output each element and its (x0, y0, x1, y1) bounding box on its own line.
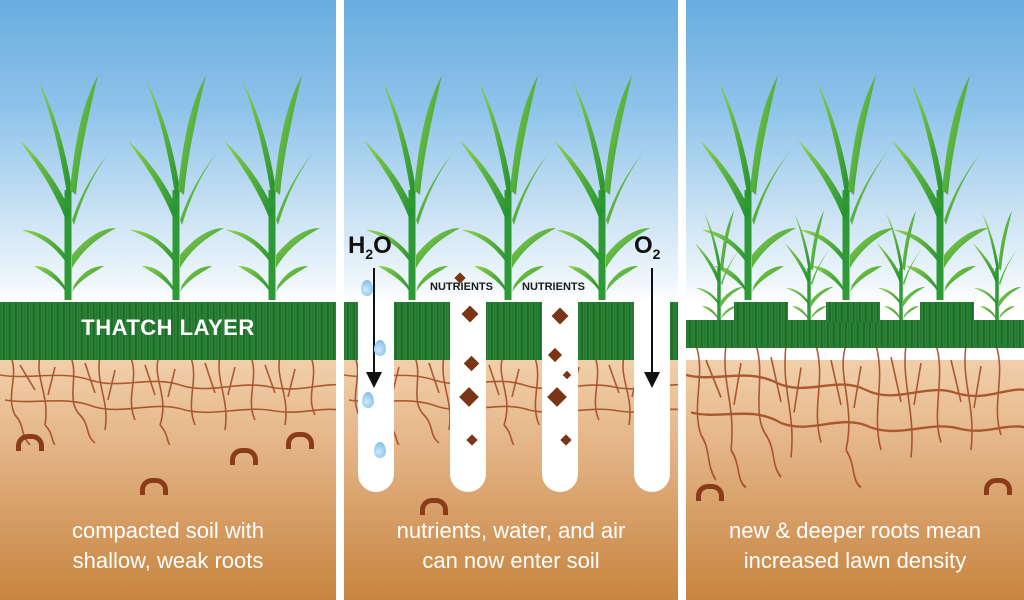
caption-line: compacted soil with (72, 518, 264, 543)
grass-plant-icon (364, 70, 464, 310)
soil-pebble-icon (16, 434, 44, 451)
down-arrow-icon (644, 372, 660, 388)
thatch-tab (920, 302, 974, 322)
grass-plant-icon (128, 70, 228, 310)
roots-illustration (344, 355, 678, 445)
soil (344, 360, 678, 600)
nutrients-label-left: NUTRIENTS (430, 281, 493, 293)
thatch-tab (826, 302, 880, 322)
panel-after-aeration: new & deeper roots mean increased lawn d… (686, 0, 1024, 600)
panel-before-aeration: THATCH LAYER compacted soil with shallow… (0, 0, 336, 600)
caption-before: compacted soil with shallow, weak roots (0, 516, 336, 576)
oxygen-label: O2 (634, 232, 661, 262)
caption-line: nutrients, water, and air (396, 518, 626, 543)
soil-pebble-icon (696, 484, 724, 501)
caption-line: increased lawn density (743, 548, 967, 573)
soil-pebble-icon (286, 432, 314, 449)
thatch-layer-label: THATCH LAYER (81, 315, 255, 340)
soil-pebble-icon (140, 478, 168, 495)
caption-after: new & deeper roots mean increased lawn d… (686, 516, 1024, 576)
water-drop-icon (374, 340, 386, 356)
thatch-tab (734, 302, 788, 322)
down-arrow-icon (366, 372, 382, 388)
caption-line: can now enter soil (422, 548, 600, 573)
soil-pebble-icon (984, 478, 1012, 495)
oxygen-arrow (651, 268, 653, 376)
shallow-roots-illustration (0, 355, 336, 445)
soil-pebble-icon (420, 498, 448, 515)
water-label: H2O (348, 232, 392, 262)
grass-plant-icon (460, 70, 560, 310)
grass-plant-icon (20, 70, 120, 310)
nutrients-label-right: NUTRIENTS (522, 281, 585, 293)
new-grass-shoot-icon (971, 208, 1023, 325)
water-drop-icon (361, 280, 373, 296)
grass-plant-icon (224, 70, 324, 310)
soil-pebble-icon (230, 448, 258, 465)
thatch-layer (686, 320, 1024, 348)
water-drop-icon (374, 442, 386, 458)
grass-plant-icon (554, 70, 654, 310)
caption-aeration: nutrients, water, and air can now enter … (344, 516, 678, 576)
water-drop-icon (362, 392, 374, 408)
deep-roots-illustration (686, 345, 1024, 489)
caption-line: shallow, weak roots (72, 548, 264, 573)
caption-line: new & deeper roots mean (729, 518, 981, 543)
water-arrow (373, 268, 375, 376)
soil (0, 360, 336, 600)
panel-aeration: H2O O2 NUTRIENTS NUTRIENTS nutrients, wa… (344, 0, 678, 600)
thatch-layer (0, 302, 336, 360)
thatch-layer (344, 302, 678, 360)
